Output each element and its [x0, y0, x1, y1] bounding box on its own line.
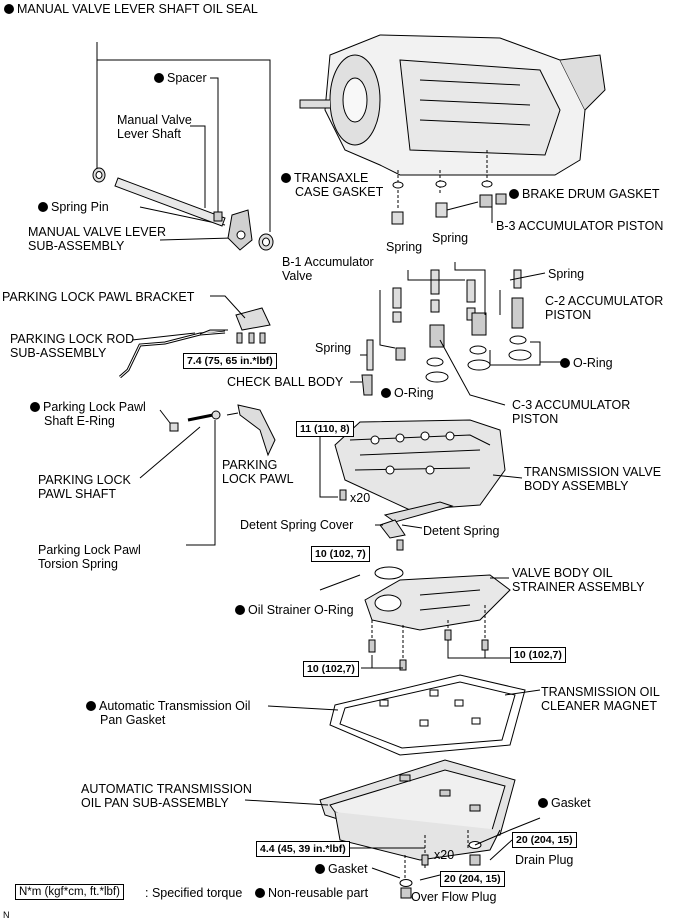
legend-non-reusable: Non-reusable part [255, 886, 368, 900]
legend-torque-text: : Specified torque [145, 886, 243, 900]
detent-spring-part [383, 501, 454, 523]
label-spring-b: Spring [432, 231, 469, 245]
label-drain-plug: Drain Plug [515, 853, 574, 867]
label-spacer: Spacer [154, 71, 207, 85]
legend-torque-box: N*m (kgf*cm, ft.*lbf) [15, 884, 124, 900]
label-check-ball-body: CHECK BALL BODY [227, 375, 344, 389]
check-ball-body-part [361, 374, 373, 396]
spacer-part [213, 211, 223, 222]
label-parking-lock-pawl-bracket: PARKING LOCK PAWL BRACKET [2, 290, 195, 304]
torque-box-10b: 10 (102,7) [303, 661, 359, 677]
b3-piston-part [479, 194, 493, 208]
label-x20-a: x20 [350, 491, 371, 505]
detent-spring-cover-part [379, 519, 406, 539]
label-gasket-b: Gasket [315, 862, 368, 876]
parking-lock-pawl-shaft-part [187, 413, 214, 422]
e-ring-part [169, 422, 179, 432]
oil-strainer-part [364, 574, 511, 631]
label-over-flow-plug: Over Flow Plug [411, 890, 497, 904]
transmission-case [299, 34, 606, 176]
label-brake-drum-gasket: BRAKE DRUM GASKET [509, 187, 660, 201]
label-spring-c: Spring [548, 267, 585, 281]
torque-box-20b: 20 (204, 15) [440, 871, 505, 887]
label-gasket-a: Gasket [538, 796, 591, 810]
label-spring-d: Spring [315, 341, 352, 355]
oil-strainer-o-ring-part [374, 566, 404, 580]
accumulator-springs [366, 269, 524, 371]
label-o-ring-a: O-Ring [560, 356, 613, 370]
spring-part-b [435, 202, 448, 218]
label-detent-spring: Detent Spring [423, 524, 500, 538]
label-manual-valve-lever-shaft-oil-seal: MANUAL VALVE LEVER SHAFT OIL SEAL [4, 2, 258, 16]
torque-box-11: 11 (110, 8) [296, 421, 354, 437]
torque-box-10c: 10 (102,7) [510, 647, 566, 663]
torque-box-20a: 20 (204, 15) [512, 832, 577, 848]
corner-mark: N [3, 910, 10, 920]
leader-oil-seal-right [97, 59, 271, 232]
label-x20-b: x20 [434, 848, 455, 862]
torque-box-4-4: 4.4 (45, 39 in.*lbf) [256, 841, 350, 857]
label-spring-pin: Spring Pin [38, 200, 109, 214]
torque-box-10a: 10 (102, 7) [311, 546, 370, 562]
o-rings [425, 335, 532, 383]
parking-lock-pawl-bracket-part [235, 307, 271, 331]
spring-part-a [391, 211, 404, 225]
oil-pan-gasket-part [329, 674, 526, 756]
valve-body-part [334, 419, 506, 511]
label-b3-accumulator-piston: B-3 ACCUMULATOR PISTON [496, 219, 664, 233]
parking-lock-pawl-part [237, 404, 276, 457]
label-detent-spring-cover: Detent Spring Cover [240, 518, 354, 532]
label-oil-strainer-o-ring: Oil Strainer O-Ring [235, 603, 354, 617]
torque-box-7-4: 7.4 (75, 65 in.*lbf) [183, 353, 277, 369]
manual-valve-lever-shaft [114, 177, 226, 227]
manual-valve-lever [227, 209, 253, 251]
label-o-ring-b: O-Ring [381, 386, 434, 400]
label-spring-a: Spring [386, 240, 423, 254]
